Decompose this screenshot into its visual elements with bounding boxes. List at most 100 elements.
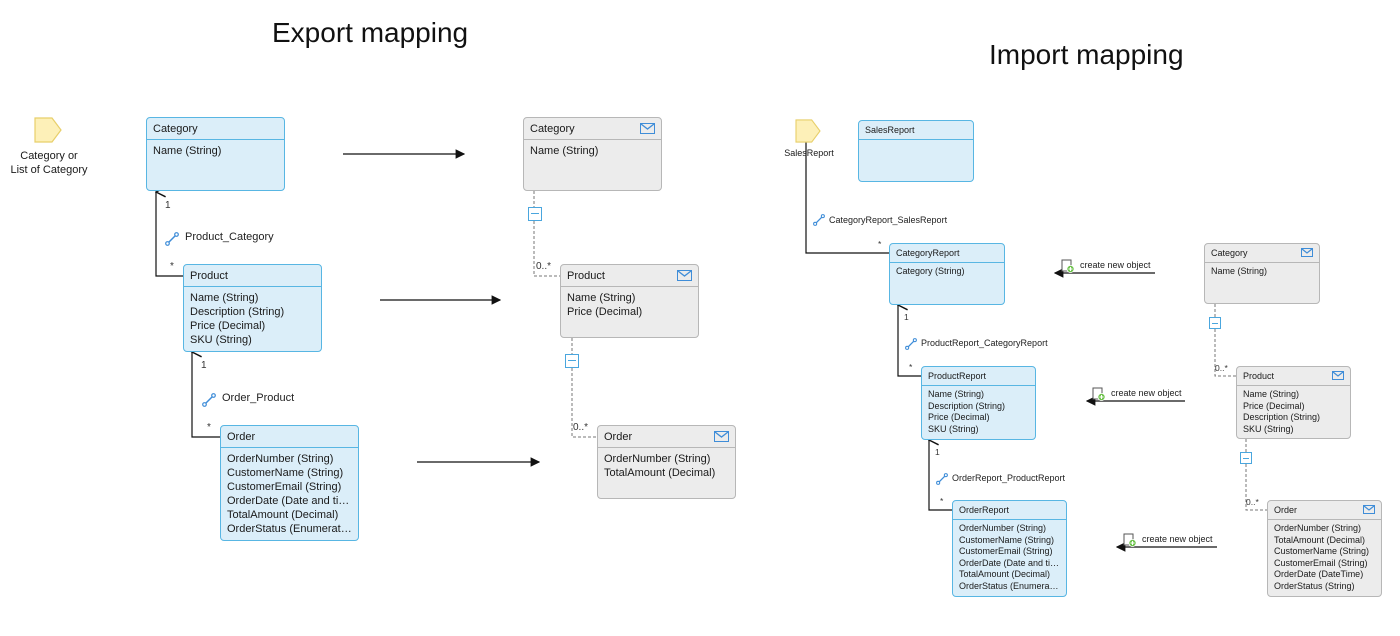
multiplicity: 0..*	[536, 261, 552, 272]
attribute: Name (String)	[1243, 389, 1300, 399]
collapse-button[interactable]	[565, 354, 579, 368]
multiplicity: 0..*	[573, 422, 589, 433]
create-object-icon	[1092, 387, 1106, 401]
entity-header: Order	[598, 426, 735, 448]
attribute: OrderStatus (Enumeratio…	[227, 523, 352, 535]
entity-title: Category	[530, 123, 575, 135]
entity-attributes: Name (String) Description (String) Price…	[184, 287, 321, 347]
attribute: CustomerEmail (String)	[227, 481, 342, 493]
association-icon	[905, 338, 917, 350]
export-param-caption: Category or List of Category	[4, 150, 94, 176]
association-icon	[936, 473, 948, 485]
export-param-caption-line1: Category or	[20, 150, 78, 162]
entity-header: Product	[1237, 367, 1350, 386]
association-label: CategoryReport_SalesReport	[829, 215, 948, 225]
create-object-label: create new object	[1080, 260, 1151, 270]
parameter-icon[interactable]	[34, 117, 62, 143]
multiplicity: *	[940, 496, 944, 506]
entity-header: Product	[184, 265, 321, 287]
export-entity-product[interactable]: Product Name (String) Description (Strin…	[183, 264, 322, 352]
entity-title: Order	[604, 431, 633, 443]
attribute: CustomerName (String)	[1274, 546, 1370, 556]
entity-attributes: OrderNumber (String) CustomerName (Strin…	[953, 520, 1066, 592]
attribute: Price (Decimal)	[1243, 400, 1305, 411]
entity-attributes: Name (String) Price (Decimal)	[561, 287, 698, 319]
attribute: Price (Decimal)	[567, 306, 643, 318]
entity-title: Order	[1274, 505, 1298, 515]
attribute: CustomerEmail (String)	[959, 546, 1053, 556]
import-message-product[interactable]: Product Name (String) Price (Decimal) De…	[1236, 366, 1351, 439]
attribute: Category (String)	[896, 266, 965, 276]
mail-icon	[714, 431, 729, 442]
entity-title: Product	[567, 270, 605, 282]
attribute: Description (String)	[1243, 412, 1321, 422]
attribute: Description (String)	[190, 306, 285, 318]
attribute: Name (String)	[1211, 266, 1268, 276]
attribute: TotalAmount (Decimal)	[604, 467, 716, 479]
attribute: TotalAmount (Decimal)	[227, 509, 339, 521]
attribute: SKU (String)	[928, 423, 979, 434]
association-label: Order_Product	[222, 392, 295, 404]
entity-header: Order	[1268, 501, 1381, 520]
attribute: OrderNumber (String)	[604, 453, 711, 465]
collapse-button[interactable]	[528, 207, 542, 221]
collapse-button[interactable]	[1209, 317, 1221, 329]
import-param-caption: SalesReport	[784, 148, 834, 158]
multiplicity: 1	[201, 360, 207, 371]
entity-title: Product	[1243, 371, 1275, 381]
export-entity-order[interactable]: Order OrderNumber (String) CustomerName …	[220, 425, 359, 541]
parameter-icon[interactable]	[795, 119, 821, 143]
export-message-product[interactable]: Product Name (String) Price (Decimal)	[560, 264, 699, 338]
collapse-button[interactable]	[1240, 452, 1252, 464]
import-entity-orderreport[interactable]: OrderReport OrderNumber (String) Custome…	[952, 500, 1067, 597]
create-object-label: create new object	[1111, 388, 1182, 398]
attribute: OrderNumber (String)	[1274, 523, 1362, 533]
attribute: CustomerEmail (String)	[1274, 557, 1368, 568]
entity-title: Category	[1211, 248, 1248, 258]
entity-attributes: Name (String)	[147, 140, 284, 158]
association-icon	[202, 393, 216, 407]
export-entity-category[interactable]: Category Name (String)	[146, 117, 285, 191]
association-label: OrderReport_ProductReport	[952, 473, 1066, 483]
attribute: TotalAmount (Decimal)	[959, 569, 1051, 579]
entity-attributes: Category (String)	[890, 263, 1004, 278]
attribute: Price (Decimal)	[190, 320, 266, 332]
attribute: OrderDate (Date and tim…	[959, 557, 1060, 568]
import-entity-productreport[interactable]: ProductReport Name (String) Description …	[921, 366, 1036, 440]
attribute: Price (Decimal)	[928, 412, 990, 422]
mail-icon	[1363, 505, 1375, 514]
import-message-order[interactable]: Order OrderNumber (String) TotalAmount (…	[1267, 500, 1382, 597]
attribute: Name (String)	[153, 145, 222, 157]
import-entity-categoryreport[interactable]: CategoryReport Category (String)	[889, 243, 1005, 305]
attribute: Name (String)	[190, 292, 259, 304]
import-message-category[interactable]: Category Name (String)	[1204, 243, 1320, 304]
import-entity-salesreport[interactable]: SalesReport	[858, 120, 974, 182]
entity-header: Product	[561, 265, 698, 287]
mail-icon	[640, 123, 655, 134]
mail-icon	[1301, 248, 1313, 257]
attribute: OrderDate (Date and tim…	[227, 495, 352, 507]
entity-header: ProductReport	[922, 367, 1035, 386]
multiplicity: *	[909, 362, 913, 372]
attribute: TotalAmount (Decimal)	[1274, 534, 1366, 545]
association-icon	[165, 232, 179, 246]
entity-attributes: Name (String) Description (String) Price…	[922, 386, 1035, 435]
association-label: Product_Category	[185, 231, 274, 243]
entity-attributes: OrderNumber (String) CustomerName (Strin…	[221, 448, 358, 536]
attribute: OrderStatus (String)	[1274, 580, 1355, 591]
import-assoc-product-category	[898, 305, 921, 377]
import-mapping-title: Import mapping	[989, 39, 1184, 70]
import-msg-tree-2	[1245, 439, 1268, 511]
multiplicity: *	[170, 261, 174, 272]
export-mapping-title: Export mapping	[272, 17, 469, 48]
attribute: SKU (String)	[1243, 423, 1294, 434]
create-object-icon	[1061, 259, 1075, 273]
export-message-order[interactable]: Order OrderNumber (String) TotalAmount (…	[597, 425, 736, 499]
entity-header: SalesReport	[859, 121, 973, 140]
association-icon	[813, 214, 825, 226]
attribute: CustomerName (String)	[959, 534, 1055, 545]
entity-header: Order	[221, 426, 358, 448]
export-message-category[interactable]: Category Name (String)	[523, 117, 662, 191]
entity-attributes: OrderNumber (String) TotalAmount (Decima…	[598, 448, 735, 480]
import-assoc-category-sales	[806, 130, 889, 254]
